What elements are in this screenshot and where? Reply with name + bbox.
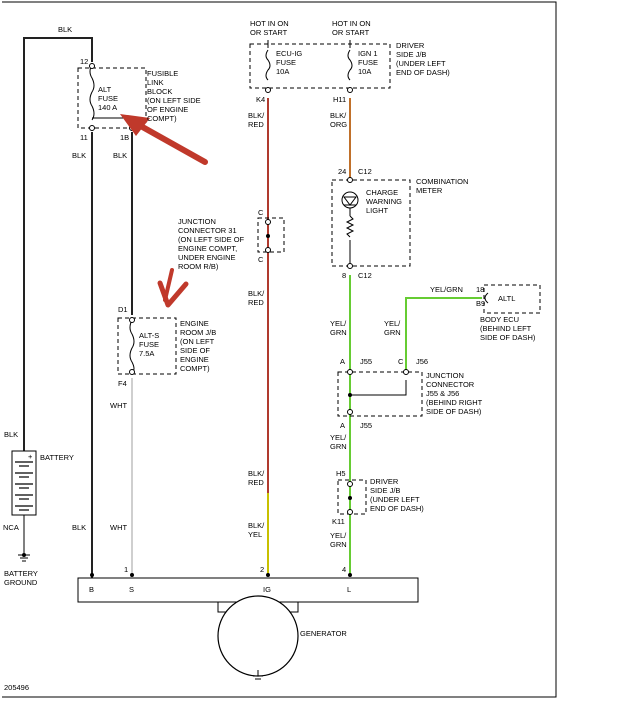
figure-id: 205496 <box>4 683 29 692</box>
j31-pin-bottom: C <box>258 255 264 264</box>
fusible-pin-1b: 1B <box>120 133 129 142</box>
body-ecu-conn-b9: B9 <box>476 299 485 308</box>
j56-pin-c: C <box>398 357 404 366</box>
wire-label-blk-red: BLK/RED <box>248 111 265 129</box>
fusible-link-block <box>77 67 147 129</box>
highlight-chevron-icon <box>157 268 189 308</box>
fusible-pin-11: 11 <box>80 133 88 142</box>
j55-pin-a-bottom: A <box>340 421 345 430</box>
pin-k4: K4 <box>256 95 265 104</box>
engine-room-pin-d1: D1 <box>118 305 128 314</box>
gen-pin-2: 2 <box>260 565 264 574</box>
meter-conn-c12-bottom: C12 <box>358 271 372 280</box>
j55-conn-label: J55 <box>360 357 372 366</box>
wire-label-blk-org: BLK/ORG <box>330 111 347 129</box>
ign1-fuse-symbol <box>347 49 353 81</box>
wire-label-yel-grn-2: YEL/GRN <box>384 319 401 337</box>
body-ecu-wire <box>405 297 482 372</box>
battery-cells <box>15 461 33 511</box>
top-wire-label: BLK <box>58 25 72 34</box>
gen-pin-1: 1 <box>124 565 128 574</box>
engine-room-jb <box>117 317 177 375</box>
wire-label-yel-grn-ecu: YEL/GRN <box>430 285 463 294</box>
driver-jb-bottom <box>337 479 367 515</box>
pin-k11: K11 <box>332 517 345 526</box>
j31-pin-top: C <box>258 208 264 217</box>
battery-wire-label: BLK <box>4 430 18 439</box>
wire-label-blk-bottom: BLK <box>72 523 86 532</box>
combination-meter <box>331 179 411 267</box>
wire-label-wht: WHT <box>110 401 127 410</box>
wire-label-yel-grn-1: YEL/GRN <box>330 319 347 337</box>
pin-h5: H5 <box>336 469 346 478</box>
junction-bridge <box>350 380 407 396</box>
generator-ground-icon <box>253 670 263 680</box>
generator-label: GENERATOR <box>300 629 347 638</box>
body-ecu <box>483 284 541 314</box>
meter-pin-24: 24 <box>338 167 346 176</box>
gen-pin-4: 4 <box>342 565 346 574</box>
pin-h11: H11 <box>333 95 346 104</box>
wire-label-yel-grn-4: YEL/GRN <box>330 531 347 549</box>
j55-pin-a: A <box>340 357 345 366</box>
svg-text:+: + <box>28 452 33 461</box>
j56-conn-label: J56 <box>416 357 428 366</box>
wire-label-blk-left: BLK <box>72 151 86 160</box>
wire-label-blk-right: BLK <box>113 151 127 160</box>
wire-label-wht-bottom: WHT <box>110 523 127 532</box>
gen-term-l: L <box>347 585 351 594</box>
meter-resistor-icon <box>345 215 355 238</box>
wire-label-blk-red-3: BLK/RED <box>248 469 265 487</box>
meter-pin-8: 8 <box>342 271 346 280</box>
gen-term-ig: IG <box>263 585 271 594</box>
battery-positive-wire <box>23 37 93 451</box>
gen-term-s: S <box>129 585 134 594</box>
body-ecu-pin-18: 18 <box>476 285 484 294</box>
wire-label-blk-yel: BLK/YEL <box>248 521 265 539</box>
ecu-ig-fuse-symbol <box>265 49 271 81</box>
wire-label-yel-grn-3: YEL/GRN <box>330 433 347 451</box>
junction-connector-j55-j56 <box>337 371 423 417</box>
highlight-arrow-icon <box>120 114 208 165</box>
battery-nca-label: NCA <box>3 523 19 532</box>
junction-connector-31 <box>257 217 285 253</box>
body-ecu-term-altl: ALTL <box>498 294 515 303</box>
j55-conn-bottom: J55 <box>360 421 372 430</box>
engine-room-pin-f4: F4 <box>118 379 127 388</box>
wire-label-blk-red-2: BLK/RED <box>248 289 265 307</box>
alt-s-fuse-symbol <box>129 319 135 373</box>
driver-jb-top <box>249 43 391 89</box>
diagram-frame <box>2 1 557 698</box>
meter-conn-c12-top: C12 <box>358 167 372 176</box>
battery-label: BATTERY <box>40 453 74 462</box>
generator-icon <box>217 595 299 677</box>
gen-term-b: B <box>89 585 94 594</box>
fusible-pin-12: 12 <box>80 57 88 66</box>
